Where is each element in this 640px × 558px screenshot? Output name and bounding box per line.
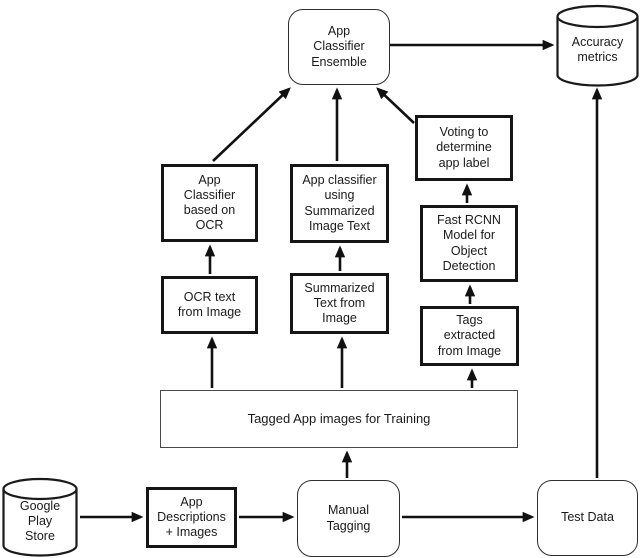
node-tags-extracted-from-image: Tags extracted from Image [420, 306, 519, 366]
node-app-classifier-ensemble: App Classifier Ensemble [288, 9, 390, 85]
node-app-classifier-ocr-label: App Classifier based on OCR [183, 172, 236, 233]
cylinder-shape [556, 4, 639, 87]
arrow-voting-to-ensemble [376, 87, 415, 124]
cylinder-shape [2, 477, 78, 557]
node-summarized-text-label: Summarized Text from Image [304, 280, 375, 326]
node-app-descriptions-images: App Descriptions + Images [146, 487, 237, 548]
node-app-classifier-ensemble-label: App Classifier Ensemble [311, 24, 367, 69]
node-test-data-label: Test Data [561, 510, 614, 525]
node-fast-rcnn-object-detection: Fast RCNN Model for Object Detection [420, 205, 518, 282]
node-app-classifier-summarized-text: App classifier using Summarized Image Te… [290, 164, 389, 243]
arrow-ocr-classifier-to-ensemble [212, 87, 291, 162]
node-summarized-text-from-image: Summarized Text from Image [290, 273, 389, 334]
node-test-data: Test Data [537, 480, 638, 556]
node-google-play-store: Google Play Store [2, 477, 78, 557]
node-app-descriptions-label: App Descriptions + Images [157, 494, 226, 540]
node-ocr-text-label: OCR text from Image [177, 289, 242, 319]
node-tagged-training-label: Tagged App images for Training [247, 411, 431, 427]
node-voting-determine-app-label: Voting to determine app label [415, 115, 513, 181]
node-app-classifier-based-on-ocr: App Classifier based on OCR [161, 164, 258, 242]
node-tagged-app-images-training: Tagged App images for Training [160, 390, 518, 448]
node-accuracy-metrics: Accuracy metrics [556, 4, 639, 87]
node-ocr-text-from-image: OCR text from Image [161, 276, 258, 334]
node-tags-extracted-label: Tags extracted from Image [437, 313, 502, 358]
node-accuracy-metrics-label: Accuracy metrics [571, 34, 624, 64]
node-google-play-label: Google Play Store [19, 498, 61, 544]
node-voting-label: Voting to determine app label [436, 125, 492, 170]
node-app-classifier-summarized-label: App classifier using Summarized Image Te… [302, 173, 377, 233]
node-manual-tagging: Manual Tagging [297, 480, 400, 557]
node-manual-tagging-label: Manual Tagging [326, 503, 371, 533]
node-fast-rcnn-label: Fast RCNN Model for Object Detection [437, 213, 501, 273]
